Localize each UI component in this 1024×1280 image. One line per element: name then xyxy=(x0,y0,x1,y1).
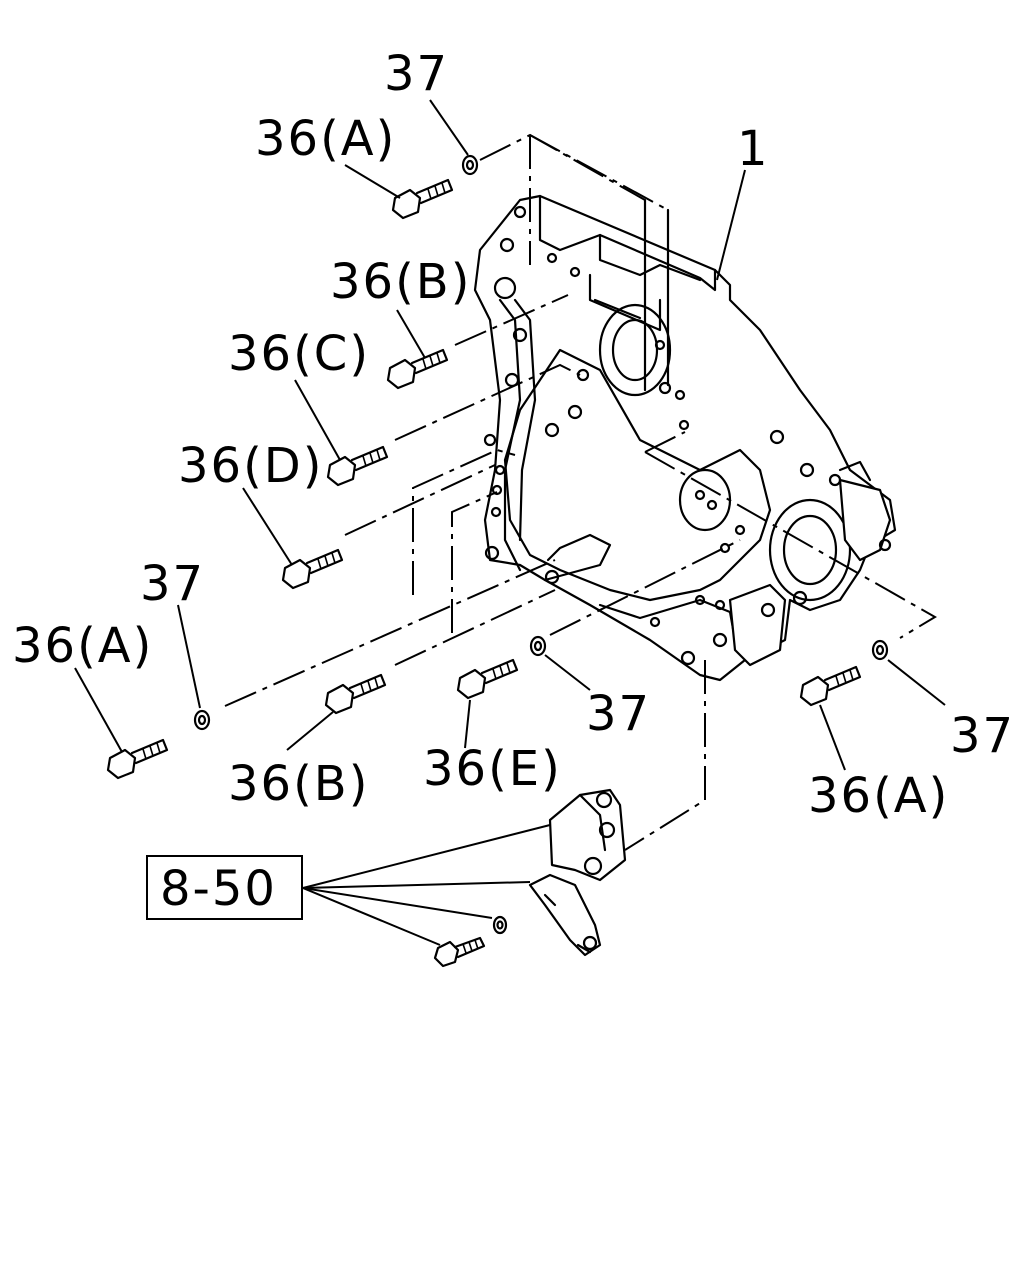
bolt-36a-left xyxy=(106,738,169,780)
callout-bolt-e: 36(E) xyxy=(423,741,562,797)
bolt-36d xyxy=(281,548,344,590)
washer-37-mid xyxy=(529,635,547,657)
callout-bolt-a-right: 36(A) xyxy=(808,768,949,824)
housing-bolt-holes xyxy=(483,205,892,666)
callout-washer-mid: 37 xyxy=(586,686,651,742)
callout-main-part: 1 xyxy=(737,121,770,177)
bolt-36e xyxy=(456,658,519,700)
leader-lines xyxy=(74,99,946,946)
bracket-assembly xyxy=(433,788,627,968)
callout-washer-right: 37 xyxy=(950,708,1015,764)
gear-case-housing xyxy=(473,194,897,682)
washer-37-top xyxy=(461,154,479,176)
callout-bolt-a-left: 36(A) xyxy=(12,618,153,674)
callout-washer-top: 37 xyxy=(384,46,449,102)
callout-bolt-c: 36(C) xyxy=(228,326,370,382)
callout-bolt-a-top: 36(A) xyxy=(255,111,396,167)
bolt-36b-top xyxy=(386,348,449,390)
ref-box-frame xyxy=(146,855,303,920)
callout-bolt-d: 36(D) xyxy=(178,438,324,494)
bolt-36c xyxy=(326,445,389,487)
callout-bolt-b-bottom: 36(B) xyxy=(228,756,369,812)
bolt-36a-top xyxy=(391,178,454,220)
callout-bolt-b-top: 36(B) xyxy=(330,254,471,310)
washer-37-left xyxy=(193,709,211,731)
callout-ref-box[interactable]: 8-50 xyxy=(160,861,277,917)
washer-37-right xyxy=(871,639,889,661)
bolt-36a-right xyxy=(799,665,862,707)
assembly-lines xyxy=(224,133,937,851)
bolt-36b-bottom xyxy=(324,673,387,715)
callout-washer-left: 37 xyxy=(140,556,205,612)
